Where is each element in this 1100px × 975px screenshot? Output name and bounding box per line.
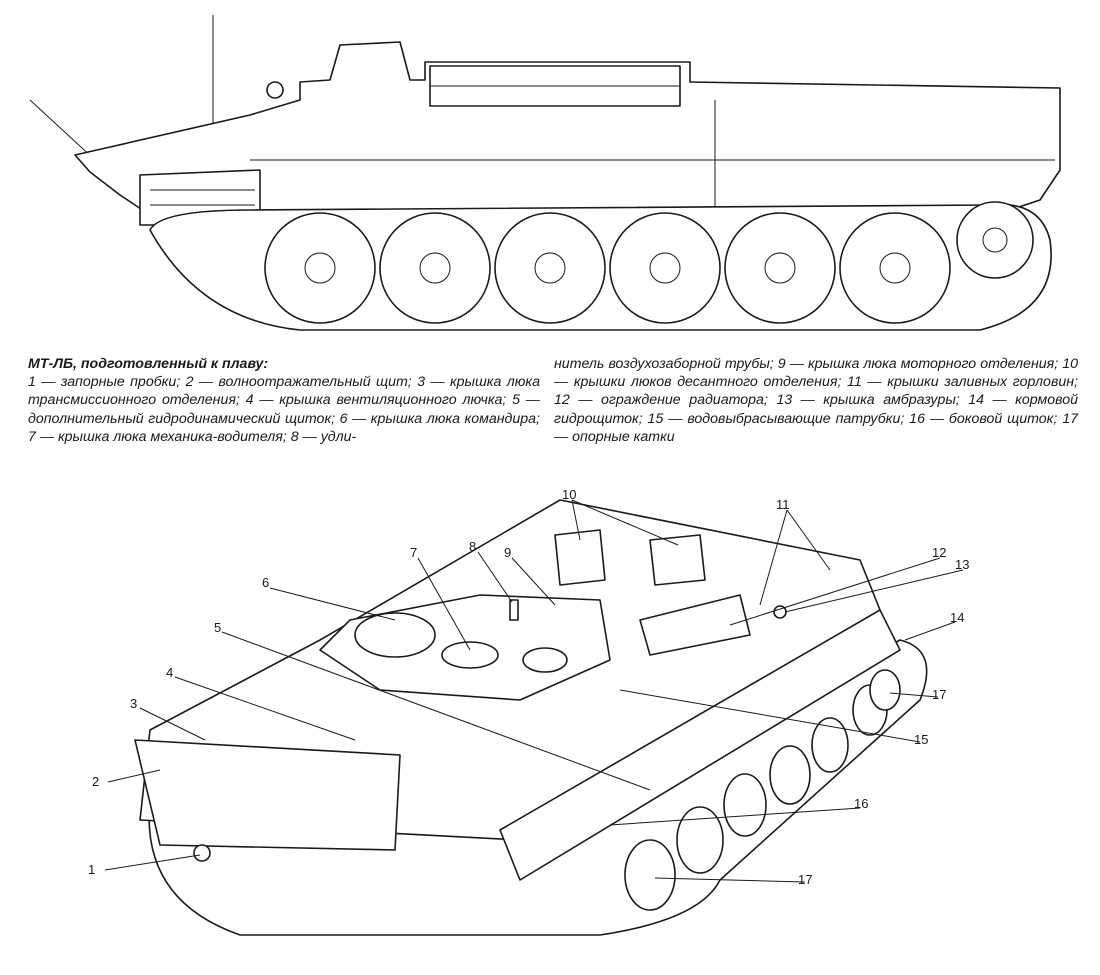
label-16: 16 xyxy=(854,796,868,811)
air-intake xyxy=(509,599,519,621)
troop-hatch-1 xyxy=(554,529,606,586)
caption-left: МТ-ЛБ, подготовленный к плаву: 1 — запор… xyxy=(28,355,540,446)
label-11: 11 xyxy=(776,497,790,512)
label-9: 9 xyxy=(504,545,511,560)
label-17b: 17 xyxy=(798,872,812,887)
side-view-drawing xyxy=(29,15,1061,331)
label-7: 7 xyxy=(410,545,417,560)
label-5: 5 xyxy=(214,620,221,635)
wave-deflector xyxy=(134,739,401,851)
label-10: 10 xyxy=(562,487,576,502)
caption-right: нитель воздухозаборной трубы; 9 — крышка… xyxy=(554,355,1078,446)
troop-hatch-2 xyxy=(649,534,706,586)
caption-title: МТ-ЛБ, подготовленный к плаву: xyxy=(28,356,269,372)
antenna-front xyxy=(29,99,96,161)
label-13: 13 xyxy=(955,557,969,572)
road-wheels-side xyxy=(264,201,1034,324)
isometric-view-drawing: 1 2 3 4 5 6 7 8 9 10 11 12 13 14 15 16 1… xyxy=(88,487,969,936)
label-14: 14 xyxy=(950,610,964,625)
label-12: 12 xyxy=(932,545,946,560)
label-6: 6 xyxy=(262,575,269,590)
label-4: 4 xyxy=(166,665,173,680)
commander-hatch xyxy=(354,612,436,658)
label-2: 2 xyxy=(92,774,99,789)
plug xyxy=(193,844,211,862)
caption-text-left: 1 — запорные пробки; 2 — волноотражатель… xyxy=(28,374,540,445)
headlight xyxy=(266,81,284,99)
leader-lines xyxy=(104,499,964,883)
label-8: 8 xyxy=(469,539,476,554)
label-1: 1 xyxy=(88,862,95,877)
road-wheels-iso xyxy=(624,669,901,911)
label-15: 15 xyxy=(914,732,928,747)
driver-hatch xyxy=(441,641,499,669)
caption-text-right: нитель воздухозаборной трубы; 9 — крышка… xyxy=(554,356,1078,445)
side-shield xyxy=(499,609,901,881)
label-3: 3 xyxy=(130,696,137,711)
label-17a: 17 xyxy=(932,687,946,702)
radiator-guard xyxy=(639,594,751,656)
